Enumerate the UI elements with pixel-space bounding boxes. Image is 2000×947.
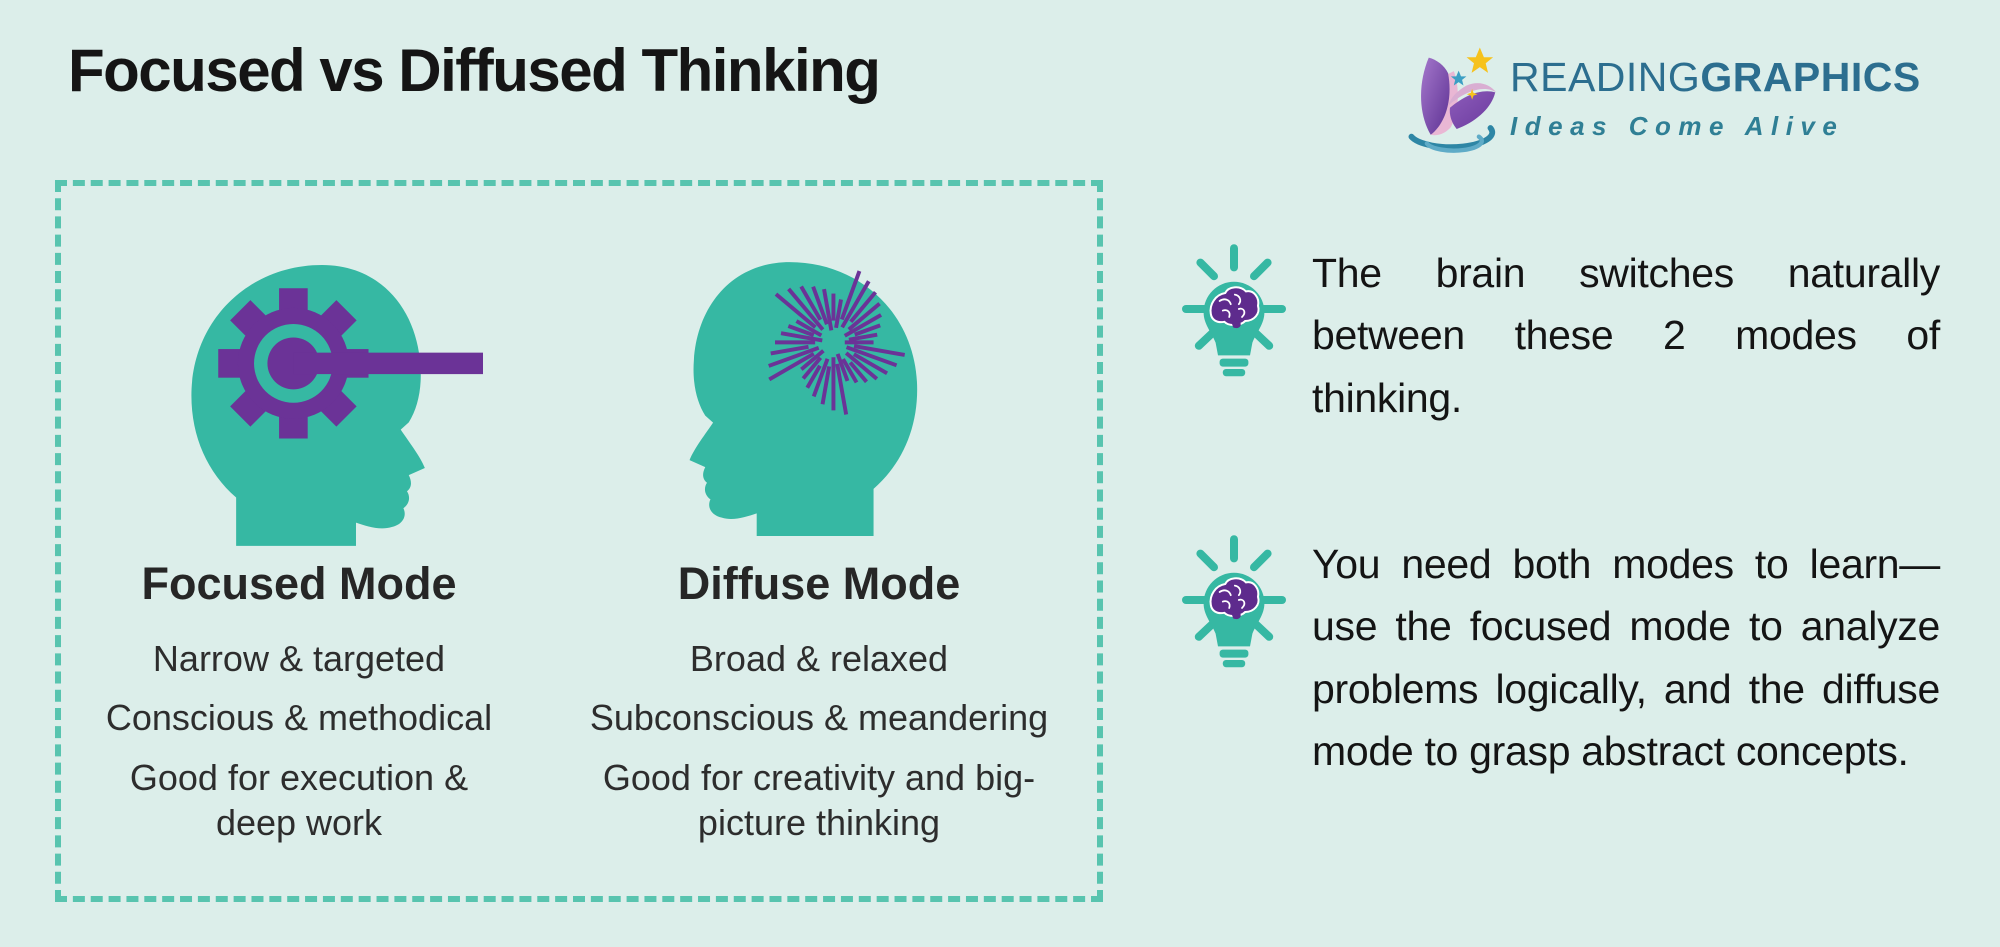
bulb-rays: [1182, 535, 1286, 641]
swirl-ripple: [1408, 125, 1496, 151]
brain-icon: [1209, 286, 1260, 329]
lightbulb-brain-icon: [1182, 244, 1286, 377]
trait-item: Good for creativity and big-picture thin…: [602, 756, 1036, 844]
trait-item: Narrow & targeted: [152, 638, 446, 679]
brain-icon: [1209, 577, 1260, 620]
yellow-star-icon: [1466, 47, 1494, 73]
starburst-icon: [768, 270, 906, 415]
book-page-edge-2: [1448, 83, 1497, 106]
modes-comparison-panel: Focused Mode Diffuse Mode Narrow & targe…: [55, 180, 1103, 902]
note-text: The brain switches naturally between the…: [1312, 250, 1940, 421]
logo-brand-bold: GRAPHICS: [1700, 54, 1921, 100]
trait-item: Subconscious & meandering: [589, 697, 1049, 739]
trait-item: Broad & relaxed: [689, 638, 949, 679]
logo-brand-name: READINGGRAPHICS: [1510, 54, 1921, 101]
reading-graphics-book-icon: [1408, 47, 1497, 153]
lightbulb-brain-icon: [1182, 535, 1286, 668]
focused-mode-traits: Narrow & targeted Conscious & methodical…: [89, 636, 509, 859]
page-title: Focused vs Diffused Thinking: [68, 37, 881, 104]
focus-beam: [293, 352, 483, 375]
note-text: You need both modes to learn—use the foc…: [1312, 540, 1940, 774]
diffuse-mode-name: Diffuse Mode: [677, 558, 961, 609]
head-gear-focused-icon: [191, 264, 483, 546]
book-right-page: [1449, 91, 1496, 129]
note-item: You need both modes to learn—use the foc…: [1182, 533, 1942, 782]
book-left-page: [1421, 57, 1450, 135]
logo-text-block: READINGGRAPHICS Ideas Come Alive: [1510, 40, 1921, 142]
logo-brand-light: READING: [1510, 54, 1701, 100]
head-silhouette: [689, 262, 918, 536]
gear-icon: [218, 288, 483, 439]
trait-item: Conscious & methodical: [105, 697, 493, 739]
brand-logo: READINGGRAPHICS Ideas Come Alive: [1396, 40, 1921, 164]
head-starburst-diffuse-icon: [689, 262, 918, 536]
diffuse-mode-traits: Broad & relaxed Subconscious & meanderin…: [579, 636, 1059, 859]
logo-tagline: Ideas Come Alive: [1510, 111, 1845, 141]
bulb-rays: [1182, 244, 1286, 350]
book-page-edge: [1430, 71, 1458, 136]
focused-mode-name: Focused Mode: [141, 558, 457, 609]
note-item: The brain switches naturally between the…: [1182, 242, 1942, 429]
trait-item: Good for execution & deep work: [129, 756, 469, 844]
notes-section: The brain switches naturally between the…: [1182, 242, 1942, 782]
swirl-ripple-inner: [1424, 134, 1484, 153]
